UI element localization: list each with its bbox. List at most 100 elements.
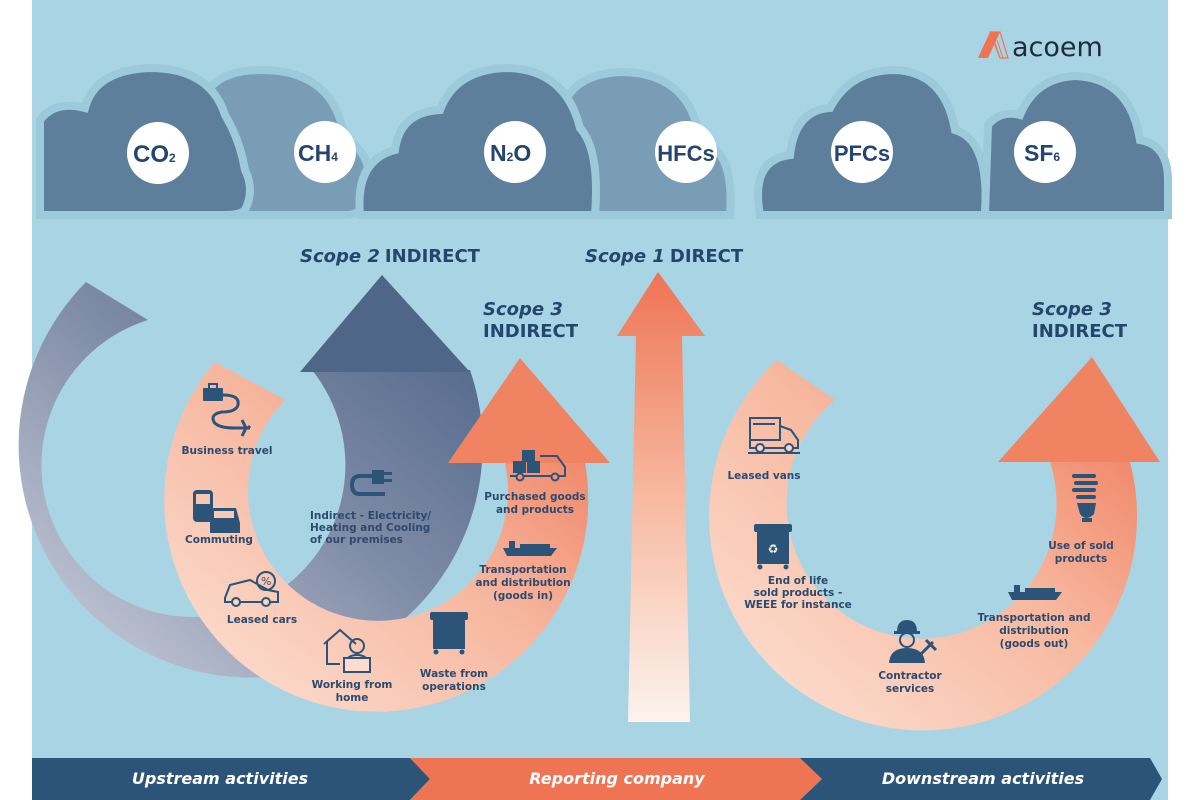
label-line: distribution: [999, 625, 1068, 637]
scope3-downstream-arrow: [709, 357, 1160, 731]
label-line: (goods out): [1000, 638, 1069, 650]
svg-text:CH4: CH4: [298, 140, 338, 166]
label-line: operations: [422, 681, 486, 693]
scope2-bold: INDIRECT: [385, 246, 481, 267]
gas-sf6-sub: 6: [1053, 150, 1060, 164]
scope1-bold: DIRECT: [670, 246, 744, 267]
label-line: Waste from: [420, 668, 488, 680]
gas-pfcs-label: PFCs: [834, 141, 890, 166]
leased-van-icon: [748, 417, 800, 454]
briefcase-travel-plane-icon: [203, 383, 252, 437]
gas-ch4-sub: 4: [331, 150, 338, 164]
downstream-activities-label: Downstream activities: [882, 769, 1084, 788]
label-line: Purchased goods: [484, 491, 585, 503]
label-line: Leased cars: [227, 614, 297, 626]
scope2-italic: Scope 2: [300, 246, 380, 267]
brand-name: acoem: [1012, 32, 1103, 63]
label-line: Leased vans: [727, 470, 800, 482]
waste-bin-icon: [430, 612, 468, 655]
label-line: Use of sold: [1048, 540, 1114, 552]
label-commuting: Commuting: [185, 534, 253, 546]
gas-n2o-base: N: [490, 140, 507, 166]
home-laptop-worker-icon: [323, 628, 371, 673]
label-business-travel: Business travel: [182, 445, 273, 457]
electric-plug-icon: [349, 470, 392, 496]
scope3-upstream-arrow: [164, 358, 610, 712]
gas-sf6-base: SF: [1024, 140, 1053, 166]
reporting-company-segment: [410, 758, 822, 800]
label-line: sold products -: [754, 587, 843, 599]
bus-car-icon: [193, 490, 240, 533]
item-commuting: Commuting: [185, 490, 253, 546]
label-leased-cars: Leased cars: [227, 614, 297, 626]
gas-hfcs-label: HFCs: [657, 141, 714, 166]
label-leased-vans: Leased vans: [727, 470, 800, 482]
gas-ch4-base: CH: [298, 140, 331, 166]
gas-n2o-tail: O: [513, 140, 531, 166]
label-electricity-heating-cooling: Indirect - Electricity/Heating and Cooli…: [310, 510, 431, 546]
gas-n2o-sub: 2: [507, 150, 514, 164]
acoem-a-mark-icon: [978, 31, 1009, 59]
label-line: Contractor: [878, 670, 942, 682]
gas-co2-base: CO: [133, 141, 169, 168]
label-line: Commuting: [185, 534, 253, 546]
recycling-bin-icon: ♻: [754, 524, 792, 570]
gas-co2: CO2: [127, 122, 189, 184]
reporting-company-label: Reporting company: [529, 769, 705, 788]
acoem-logo: acoem: [978, 31, 1103, 63]
svg-text:%: %: [261, 575, 271, 588]
item-business-travel: Business travel: [182, 383, 273, 457]
delivery-truck-boxes-icon: [510, 450, 566, 482]
contractor-worker-tools-icon: [889, 620, 938, 664]
gas-ch4: CH4: [294, 121, 356, 183]
item-leased-cars: % Leased cars: [224, 571, 297, 626]
gas-n2o: N2O: [484, 121, 546, 183]
item-electricity-heating-cooling: Indirect - Electricity/Heating and Cooli…: [310, 470, 431, 546]
svg-text:SF6: SF6: [1024, 140, 1060, 166]
cargo-ship-icon: [503, 541, 557, 556]
scope3-upstream-title-line2: INDIRECT: [483, 321, 579, 342]
upstream-activities-label: Upstream activities: [132, 769, 308, 788]
energy-saving-bulb-icon: [1072, 474, 1098, 522]
label-line: home: [336, 692, 369, 704]
label-line: WEEE for instance: [744, 599, 852, 611]
svg-text:N2O: N2O: [490, 140, 531, 166]
label-line: products: [1055, 553, 1107, 565]
svg-text:CO2: CO2: [133, 141, 176, 168]
scope3-downstream-title-line2: INDIRECT: [1032, 321, 1128, 342]
leased-car-percent-icon: %: [224, 571, 279, 607]
label-line: Business travel: [182, 445, 273, 457]
downstream-segment: [800, 758, 1162, 800]
value-chain-band: Upstream activities Reporting company Do…: [32, 758, 1162, 800]
scope2-arrow: [18, 275, 483, 678]
label-line: Indirect - Electricity/: [310, 510, 431, 522]
gas-sf6: SF6: [1014, 121, 1076, 183]
label-line: End of life: [768, 575, 828, 587]
item-leased-vans: Leased vans: [727, 417, 801, 482]
label-line: of our premises: [310, 534, 403, 546]
scope3-downstream-title-line1: Scope 3: [1032, 299, 1112, 320]
scope1-arrow: [617, 272, 705, 722]
label-line: Working from: [312, 679, 393, 691]
label-line: Transportation and: [977, 612, 1090, 624]
scope3-upstream-title-line1: Scope 3: [483, 299, 563, 320]
label-line: and products: [496, 504, 574, 516]
label-line: (goods in): [493, 590, 553, 602]
